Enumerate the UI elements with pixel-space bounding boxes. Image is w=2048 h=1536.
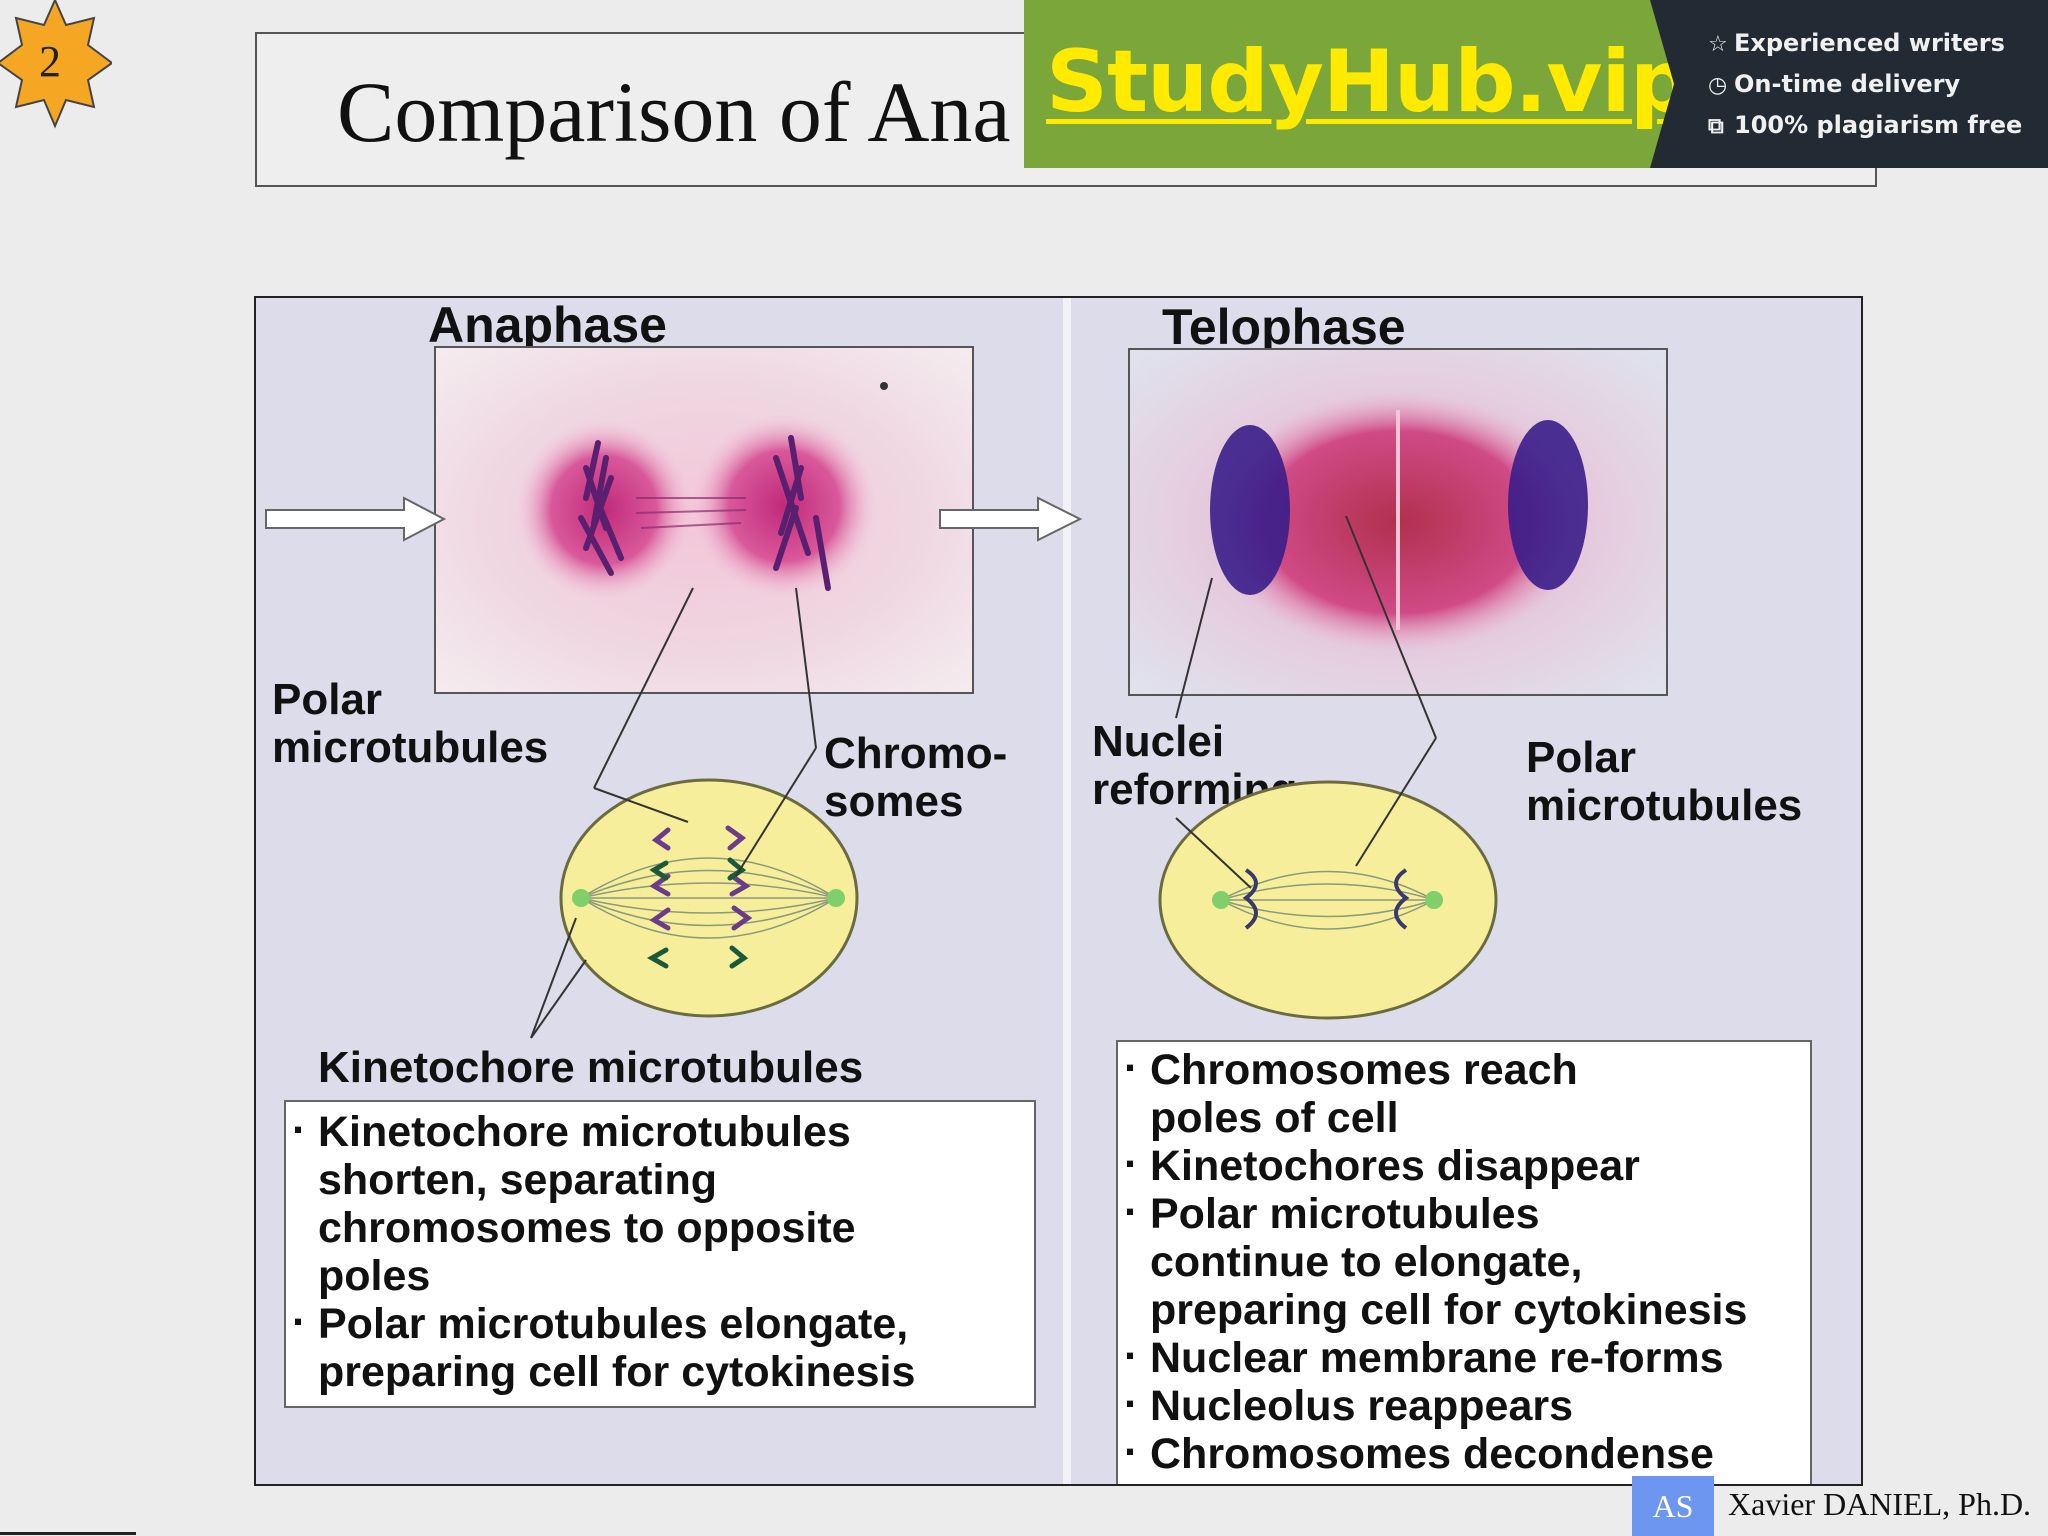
anaphase-cell-diagram <box>530 587 859 1039</box>
anaphase-bullet: ·Kinetochore microtubules shorten, separ… <box>292 1106 856 1300</box>
telophase-bullet: ·Kinetochores disappear <box>1124 1140 1640 1190</box>
kinetochore-label: Kinetochore microtubules <box>318 1043 864 1092</box>
telophase-bullets-box: ·Chromosomes reach poles of cell ·Kineto… <box>1116 1040 1812 1484</box>
telophase-bullet: ·Nucleolus reappears <box>1124 1380 1574 1430</box>
footer-initials: AS <box>1632 1476 1714 1536</box>
panel-divider <box>1063 298 1071 1484</box>
slide-number-badge: 2 <box>0 0 112 130</box>
ad-banner[interactable]: StudyHub.vip <box>1024 0 1691 168</box>
telophase-bullet: ·Chromosomes decondense <box>1124 1428 1714 1478</box>
footer-divider <box>0 1532 136 1535</box>
telophase-bullet: ·Polar microtubules continue to elongate… <box>1124 1188 1748 1334</box>
anaphase-bullet: ·Polar microtubules elongate, preparing … <box>292 1298 916 1396</box>
telophase-title: Telophase <box>1162 299 1406 355</box>
ad-features-panel[interactable]: ☆Experienced writers ◷On-time delivery ⧉… <box>1650 0 2048 168</box>
telophase-polar-label: Polar microtubules <box>1526 733 1803 830</box>
arrow-right-icon <box>265 496 447 542</box>
page-title: Comparison of Ana <box>337 64 1011 160</box>
ad-feature-item: ⧉100% plagiarism free <box>1708 110 2022 151</box>
anaphase-bullets-box: ·Kinetochore microtubules shorten, separ… <box>284 1100 1036 1408</box>
anaphase-title: Anaphase <box>428 297 667 353</box>
arrow-right-icon <box>939 496 1083 542</box>
anaphase-polar-label: Polar microtubules <box>272 675 549 772</box>
ad-feature-item: ☆Experienced writers <box>1708 28 2022 69</box>
ad-logo[interactable]: StudyHub.vip <box>1046 32 1691 132</box>
star-badge-icon <box>0 0 112 129</box>
slide-number: 2 <box>39 37 61 86</box>
clock-icon: ◷ <box>1708 73 1728 98</box>
telophase-micrograph <box>1128 348 1668 696</box>
telophase-bullet: ·Chromosomes reach poles of cell <box>1124 1044 1578 1142</box>
telophase-cell-diagram <box>1158 515 1498 1020</box>
nuclei-reforming-label: Nuclei reforming <box>1092 717 1298 814</box>
ad-feature-item: ◷On-time delivery <box>1708 69 2022 110</box>
telophase-bullet: ·Nuclear membrane re-forms <box>1124 1332 1724 1382</box>
mitosis-figure: Anaphase <box>254 296 1863 1486</box>
copy-icon: ⧉ <box>1708 114 1724 139</box>
footer-author: Xavier DANIEL, Ph.D. <box>1728 1486 2032 1522</box>
anaphase-chromosomes-label: Chromo- somes <box>824 729 1008 826</box>
star-icon: ☆ <box>1708 32 1728 57</box>
